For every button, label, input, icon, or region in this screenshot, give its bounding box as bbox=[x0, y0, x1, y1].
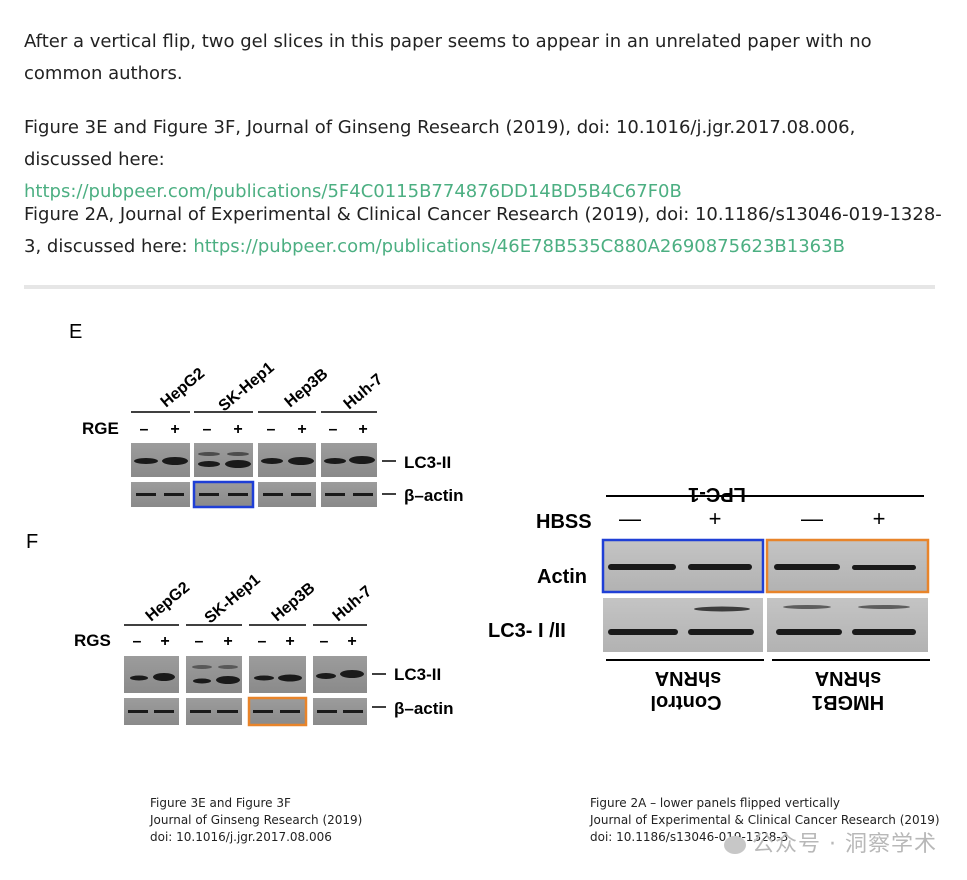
svg-text:–: – bbox=[329, 421, 338, 438]
caption-right: Figure 2A – lower panels flipped vertica… bbox=[590, 796, 940, 844]
svg-text:+: + bbox=[709, 506, 722, 531]
svg-text:+: + bbox=[170, 421, 179, 438]
panel-e-cell-2: SK-Hep1 bbox=[216, 359, 278, 415]
right-actin-blot bbox=[603, 540, 928, 592]
figure-canvas: E HepG2 SK-Hep1 Hep3B Huh-7 RGE – + – + … bbox=[26, 321, 930, 727]
right-treatment-label: HBSS bbox=[536, 511, 592, 533]
panel-e-band-lc3: LC3-II bbox=[404, 453, 451, 472]
right-cell-line-label: LPC-1 bbox=[688, 483, 746, 505]
panel-f-band-lc3: LC3-II bbox=[394, 665, 441, 684]
right-group2-bottom: shRNA bbox=[815, 667, 882, 689]
blue-highlight-box-left bbox=[192, 480, 255, 509]
panel-f-treatment-label: RGS bbox=[74, 631, 111, 650]
panel-f-lc3-blot bbox=[124, 656, 367, 693]
panel-e-cell-1: HepG2 bbox=[158, 365, 209, 411]
right-group1-bottom: shRNA bbox=[655, 667, 722, 689]
svg-text:–: – bbox=[133, 633, 142, 650]
caption-left: Figure 3E and Figure 3F Journal of Ginse… bbox=[150, 796, 363, 844]
panel-f-cell-2: SK-Hep1 bbox=[202, 571, 264, 627]
svg-text:–: – bbox=[140, 421, 149, 438]
panel-f-cell-1: HepG2 bbox=[143, 579, 194, 625]
paragraph-source-2: Figure 2A, Journal of Experimental & Cli… bbox=[24, 204, 942, 257]
pubpeer-link-1[interactable]: https://pubpeer.com/publications/5F4C011… bbox=[24, 181, 682, 202]
panel-e-cell-3: Hep3B bbox=[282, 365, 332, 411]
orange-highlight-box-right bbox=[765, 538, 930, 594]
pubpeer-link-2[interactable]: https://pubpeer.com/publications/46E78B5… bbox=[193, 236, 845, 257]
svg-text:+: + bbox=[358, 421, 367, 438]
panel-f-band-actin: β–actin bbox=[394, 699, 454, 718]
paragraph-intro: After a vertical flip, two gel slices in… bbox=[24, 31, 872, 84]
wechat-icon bbox=[724, 836, 747, 854]
panel-e-cell-4: Huh-7 bbox=[341, 371, 387, 413]
comparison-figure: E HepG2 SK-Hep1 Hep3B Huh-7 RGE – + – + … bbox=[24, 300, 935, 870]
panel-e-lc3-blot bbox=[131, 443, 377, 477]
right-lc3-blot bbox=[603, 598, 928, 652]
paragraph-source-1: Figure 3E and Figure 3F, Journal of Gins… bbox=[24, 117, 856, 202]
right-group1-top: Control bbox=[650, 691, 721, 713]
panel-f-letter: F bbox=[26, 531, 38, 553]
right-row-actin-label: Actin bbox=[537, 566, 587, 588]
svg-text:+: + bbox=[223, 633, 232, 650]
section-divider bbox=[24, 285, 935, 289]
svg-text:+: + bbox=[873, 506, 886, 531]
panel-f-cell-3: Hep3B bbox=[269, 579, 319, 625]
svg-text:–: – bbox=[320, 633, 329, 650]
blue-highlight-box-right bbox=[601, 538, 765, 594]
panel-e-letter: E bbox=[69, 321, 82, 343]
svg-text:—: — bbox=[801, 506, 823, 531]
panel-f-actin-blot bbox=[124, 698, 367, 725]
right-group2-top: HMGB1 bbox=[812, 691, 884, 713]
panel-e-band-actin: β–actin bbox=[404, 486, 464, 505]
svg-text:–: – bbox=[203, 421, 212, 438]
panel-e-actin-blot bbox=[131, 482, 377, 507]
svg-text:+: + bbox=[233, 421, 242, 438]
watermark: 公众号 · 洞察学术 bbox=[724, 826, 937, 858]
svg-text:+: + bbox=[347, 633, 356, 650]
panel-f-cell-4: Huh-7 bbox=[330, 583, 376, 625]
svg-text:+: + bbox=[285, 633, 294, 650]
right-row-lc3-label: LC3- I /II bbox=[488, 620, 566, 642]
svg-text:–: – bbox=[267, 421, 276, 438]
svg-text:+: + bbox=[297, 421, 306, 438]
svg-text:—: — bbox=[619, 506, 641, 531]
panel-e-treatment-label: RGE bbox=[82, 419, 119, 438]
svg-text:+: + bbox=[160, 633, 169, 650]
svg-text:–: – bbox=[195, 633, 204, 650]
svg-text:–: – bbox=[258, 633, 267, 650]
orange-highlight-box-left bbox=[247, 696, 308, 727]
